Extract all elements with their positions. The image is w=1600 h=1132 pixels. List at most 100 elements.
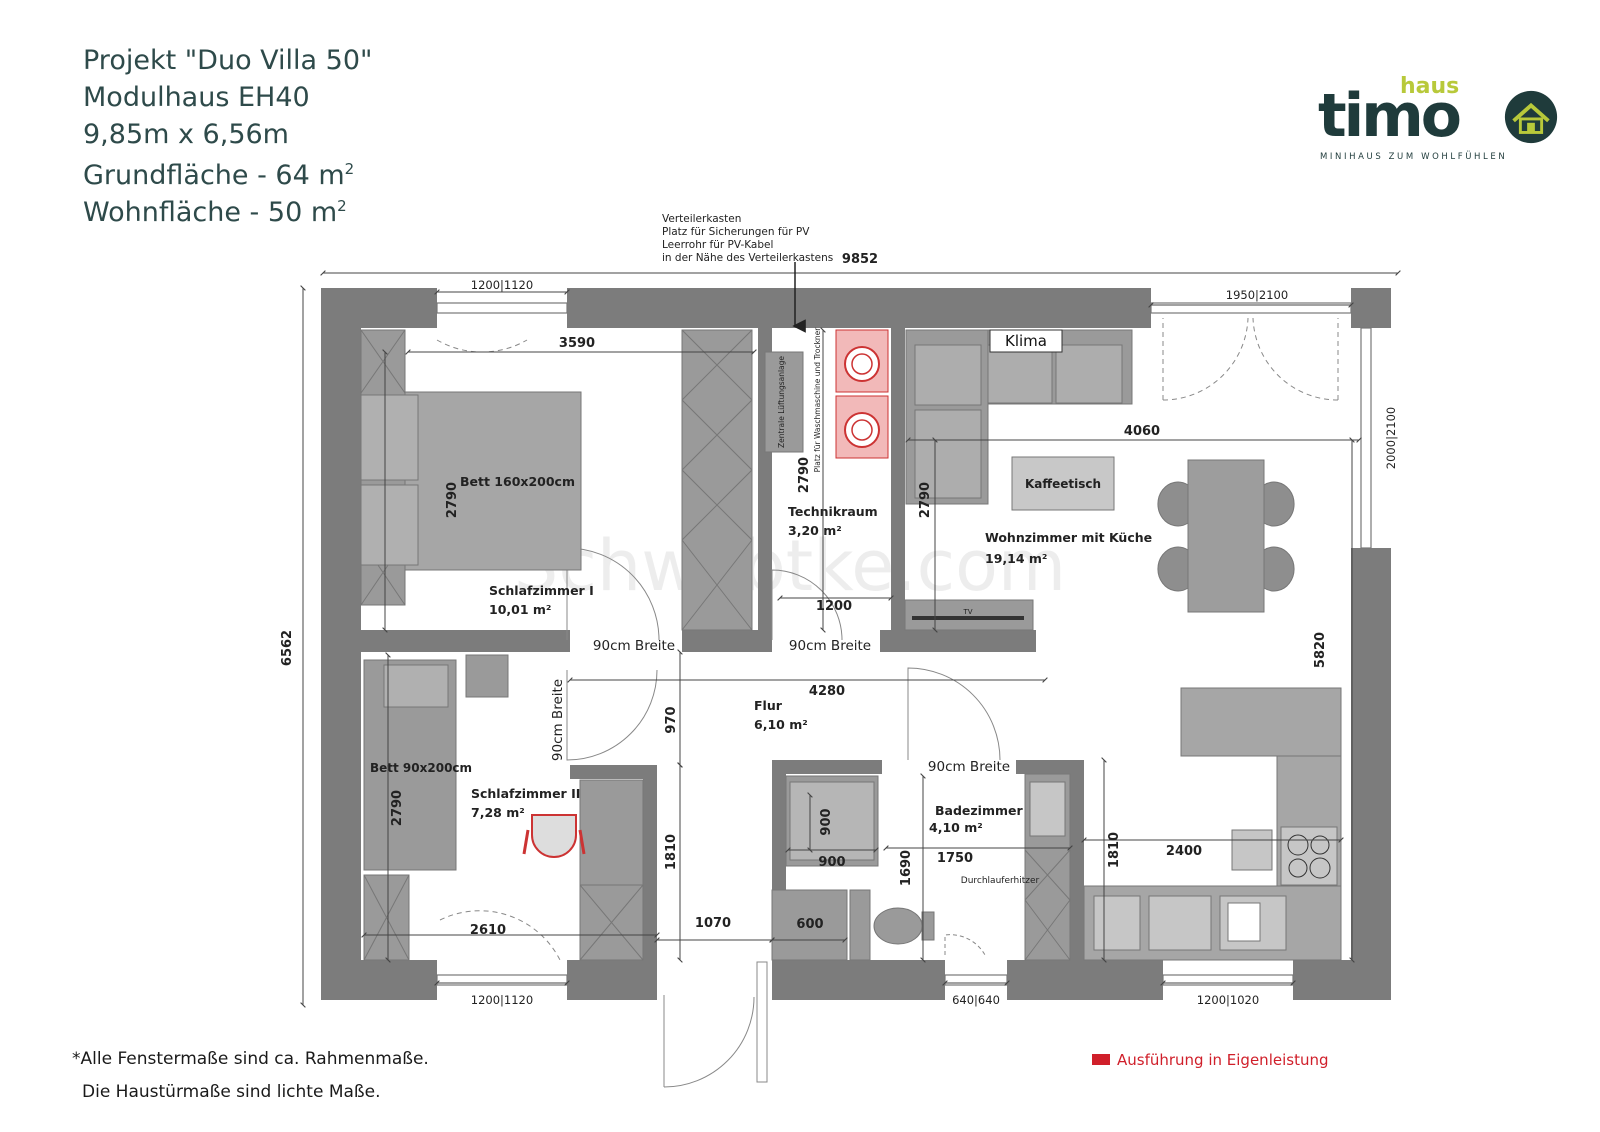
dimension-lines xyxy=(300,262,1401,1008)
wall-bottom-4 xyxy=(1007,960,1163,1000)
bath-vanity xyxy=(1024,773,1071,961)
wall-right xyxy=(1351,548,1391,1000)
wardrobe-bed2 xyxy=(363,874,644,961)
wardrobe-right-bed1 xyxy=(681,329,753,631)
house-model: Modulhaus EH40 xyxy=(83,82,310,113)
toilet xyxy=(873,907,935,945)
wall-bed1-bed2 xyxy=(361,630,570,652)
dim-970: 970 xyxy=(664,706,679,733)
annotation-line-3: Leerrohr für PV-Kabel xyxy=(662,239,773,251)
legend: Ausführung in Eigenleistung xyxy=(1092,1051,1329,1069)
wall-bottom-5 xyxy=(1293,960,1391,1000)
door-width-bad: 90cm Breite xyxy=(928,759,1010,775)
note-door-dimensions: Die Haustürmaße sind lichte Maße. xyxy=(82,1082,381,1102)
door-width-bed1: 90cm Breite xyxy=(593,638,675,654)
door-patio-leafs xyxy=(1162,318,1339,400)
wall-top-right xyxy=(1351,288,1391,328)
floor-area-text: Grundfläche - 64 m xyxy=(83,160,345,191)
wall-bottom-1 xyxy=(321,960,437,1000)
logo-tagline: MINIHAUS ZUM WOHLFÜHLEN xyxy=(1320,152,1508,162)
house-dimensions: 9,85m x 6,56m xyxy=(83,119,289,150)
dim-2790-technik: 2790 xyxy=(797,457,812,493)
legend-label: Ausführung in Eigenleistung xyxy=(1117,1051,1329,1069)
wall-top-middle xyxy=(567,288,1151,328)
dim-1070: 1070 xyxy=(695,916,731,931)
watermark-text: Schwabtke.com xyxy=(514,525,1066,607)
wall-bed1-flur xyxy=(682,630,772,652)
walls xyxy=(321,288,1391,1000)
wall-bed2-right xyxy=(643,765,657,965)
room-area-flur: 6,10 m² xyxy=(754,717,808,732)
dim-1750: 1750 xyxy=(937,851,973,866)
room-name-badezimmer: Badezimmer xyxy=(935,803,1023,818)
room-name-schlafzimmer-1: Schlafzimmer I xyxy=(489,583,594,598)
window-label-patio: 1950|2100 xyxy=(1226,288,1288,302)
tv-screen xyxy=(912,616,1024,620)
cabinet-small xyxy=(849,889,871,961)
door-width-labels: 90cm Breite 90cm Breite 90cm Breite 90cm… xyxy=(550,638,1010,775)
ventilation-label: Zentrale Lüftungsanlage xyxy=(777,356,786,448)
ac-unit xyxy=(989,329,1063,353)
door-width-bed2: 90cm Breite xyxy=(550,679,566,761)
coffee-table-label: Kaffeetisch xyxy=(1025,477,1101,491)
floor-area-unit-sup: 2 xyxy=(344,160,355,178)
dim-total-width: 9852 xyxy=(842,252,878,267)
door-patio-swing xyxy=(1162,317,1339,401)
wall-bad-right xyxy=(1070,760,1084,960)
dim-2400: 2400 xyxy=(1166,844,1202,859)
dim-900-h: 900 xyxy=(819,808,834,835)
door-entrance xyxy=(663,995,755,1088)
room-area-schlafzimmer-2: 7,28 m² xyxy=(471,805,525,820)
door-width-technik: 90cm Breite xyxy=(789,638,871,654)
dim-1810-flur: 1810 xyxy=(664,834,679,870)
room-labels: Schlafzimmer I 10,01 m² Schlafzimmer II … xyxy=(471,504,1152,835)
timo-haus-logo: haus timo MINIHAUS ZUM WOHLFÜHLEN xyxy=(1318,74,1558,166)
ventilation-unit xyxy=(764,351,804,453)
dim-2790-bed2: 2790 xyxy=(390,790,405,826)
window-label-bad: 640|640 xyxy=(952,993,1000,1007)
room-name-technikraum: Technikraum xyxy=(788,504,878,519)
door-bed2 xyxy=(566,669,658,761)
ac-unit-label: Klima xyxy=(1005,332,1047,350)
dim-4280: 4280 xyxy=(809,684,845,699)
door-technik xyxy=(771,569,843,641)
washing-machine-icon xyxy=(835,329,889,393)
wall-technik-flur xyxy=(880,630,1036,652)
bed-160 xyxy=(404,391,582,571)
window-bed1-swing xyxy=(436,339,528,353)
door-bad xyxy=(907,667,1001,761)
room-area-wohnzimmer: 19,14 m² xyxy=(985,551,1047,566)
living-area-unit-sup: 2 xyxy=(337,197,347,215)
dining-set xyxy=(1157,459,1295,613)
coffee-table xyxy=(1011,456,1115,511)
wall-bottom-3 xyxy=(772,960,945,1000)
dim-1810-kitchen: 1810 xyxy=(1107,832,1122,868)
dim-2610: 2610 xyxy=(470,923,506,938)
wall-technik-wohn xyxy=(891,328,905,652)
pillow-1 xyxy=(360,394,419,481)
wall-left xyxy=(321,288,361,1000)
chair-icon xyxy=(522,814,586,858)
tv-label: TV xyxy=(962,608,972,616)
window-label-kitchen: 1200|1020 xyxy=(1197,993,1259,1007)
window-label-bed2: 1200|1120 xyxy=(471,993,533,1007)
distribution-annotation: Verteilerkasten Platz für Sicherungen fü… xyxy=(662,213,833,264)
dryer-icon xyxy=(835,395,889,459)
wall-bad-top-right xyxy=(1016,760,1084,774)
dimension-labels: 9852 6562 3590 4060 4280 5820 2790 2790 … xyxy=(280,252,1328,938)
dim-5820: 5820 xyxy=(1313,632,1328,668)
annotation-line-1: Verteilerkasten xyxy=(662,213,741,225)
dim-600: 600 xyxy=(796,917,823,932)
bed-90 xyxy=(363,659,457,871)
house-icon xyxy=(1504,90,1558,144)
wall-bottom-2 xyxy=(567,960,657,1000)
nightstand xyxy=(465,654,509,698)
dim-1690: 1690 xyxy=(899,850,914,886)
dim-4060: 4060 xyxy=(1124,424,1160,439)
sofa xyxy=(905,329,1133,505)
dim-1200: 1200 xyxy=(816,599,852,614)
annotation-line-4: in der Nähe des Verteilerkastens xyxy=(662,252,833,264)
room-area-badezimmer: 4,10 m² xyxy=(929,820,983,835)
legend-swatch xyxy=(1092,1054,1110,1065)
wall-bad-top-left xyxy=(772,760,882,774)
